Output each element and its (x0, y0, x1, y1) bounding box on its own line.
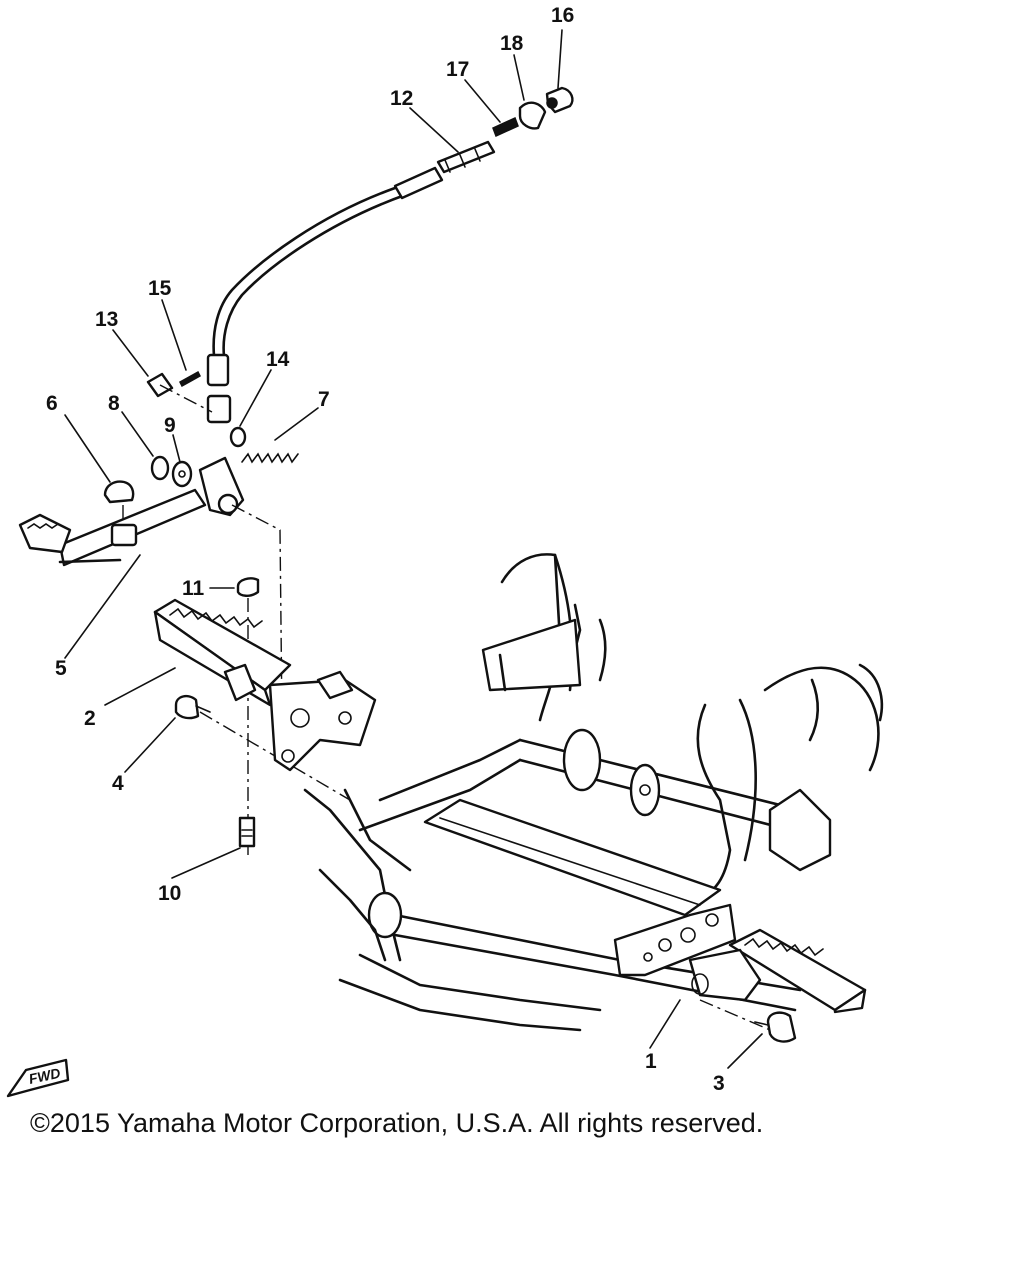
callout-6: 6 (46, 392, 58, 415)
callout-15: 15 (148, 277, 172, 300)
callout-7: 7 (318, 388, 330, 411)
return-spring (241, 452, 299, 464)
callout-18: 18 (500, 32, 524, 55)
brake-cable (206, 140, 496, 424)
footrest-left (153, 598, 377, 772)
callout-2: 2 (84, 707, 96, 730)
nut-11 (236, 577, 260, 597)
callout-11: 11 (182, 577, 205, 600)
callout-14: 14 (266, 348, 290, 371)
washers (150, 455, 193, 488)
cable-end-parts (492, 86, 574, 138)
clevis-and-pin (146, 370, 247, 448)
callout-1: 1 (645, 1050, 657, 1073)
callout-10: 10 (158, 882, 181, 905)
parts-diagram: FWD 1 2 3 4 5 6 7 8 9 10 11 12 13 (6, 4, 884, 1098)
fwd-arrow-icon: FWD (6, 1058, 70, 1098)
callout-9: 9 (164, 414, 176, 437)
bolts (174, 694, 797, 1043)
callout-3: 3 (713, 1072, 725, 1095)
callout-12: 12 (390, 87, 413, 110)
copyright-notice: ©2015 Yamaha Motor Corporation, U.S.A. A… (30, 1108, 764, 1138)
fwd-badge-text: FWD (27, 1065, 62, 1087)
callout-8: 8 (108, 392, 120, 415)
callout-13: 13 (95, 308, 118, 331)
callout-17: 17 (446, 58, 469, 81)
callout-4: 4 (112, 772, 124, 795)
footrest-right (688, 928, 867, 1014)
callout-numbers: 1 2 3 4 5 6 7 8 9 10 11 12 13 14 15 16 1… (46, 4, 725, 1095)
callout-5: 5 (55, 657, 67, 680)
callout-16: 16 (551, 4, 574, 27)
frame (303, 553, 884, 1032)
brake-pedal (18, 456, 245, 567)
leader-lines (64, 29, 763, 1069)
